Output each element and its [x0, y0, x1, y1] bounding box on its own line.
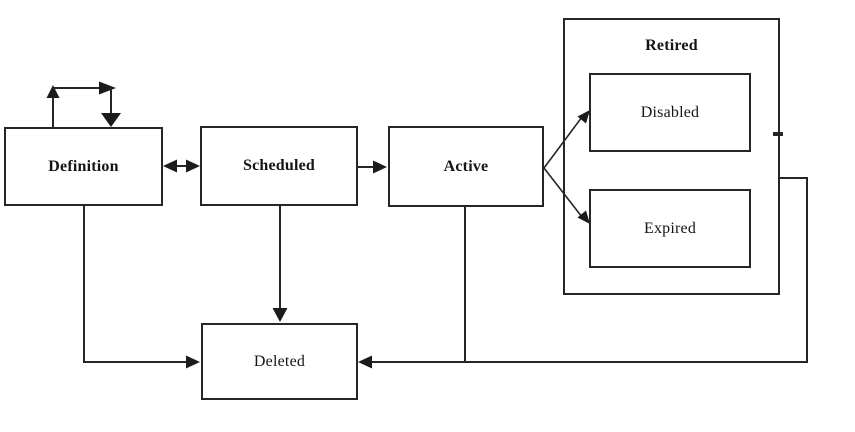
arrowhead-up-icon: [46, 85, 60, 98]
node-active: Active: [388, 126, 544, 207]
node-definition: Definition: [4, 127, 163, 206]
edge-definition-scheduled-bidirectional: [163, 159, 200, 173]
node-scheduled-label: Scheduled: [242, 157, 316, 174]
node-active-label: Active: [443, 157, 489, 175]
node-expired-label: Expired: [643, 219, 697, 237]
arrowhead-right-icon: [186, 159, 200, 173]
node-deleted-label: Deleted: [253, 352, 306, 370]
node-deleted: Deleted: [201, 323, 358, 400]
node-definition-label: Definition: [48, 157, 119, 175]
arrowhead-right-icon: [99, 81, 116, 95]
node-expired: Expired: [589, 189, 751, 268]
node-retired-label: Retired: [645, 37, 698, 54]
edge-scheduled-deleted: [272, 206, 288, 322]
node-disabled: Disabled: [589, 73, 751, 152]
edge-definition-deleted: [83, 206, 200, 369]
arrowhead-down-icon: [272, 308, 288, 322]
arrowhead-left-icon: [163, 159, 177, 173]
arrowhead-left-icon: [358, 355, 372, 369]
node-scheduled: Scheduled: [200, 126, 358, 206]
arrowhead-right-icon: [373, 160, 387, 174]
arrowhead-right-icon: [186, 355, 200, 369]
edge-definition-self-loop: [46, 81, 121, 127]
edge-scheduled-active: [357, 160, 387, 174]
node-disabled-label: Disabled: [640, 103, 700, 121]
arrowhead-down-large-icon: [101, 113, 121, 127]
